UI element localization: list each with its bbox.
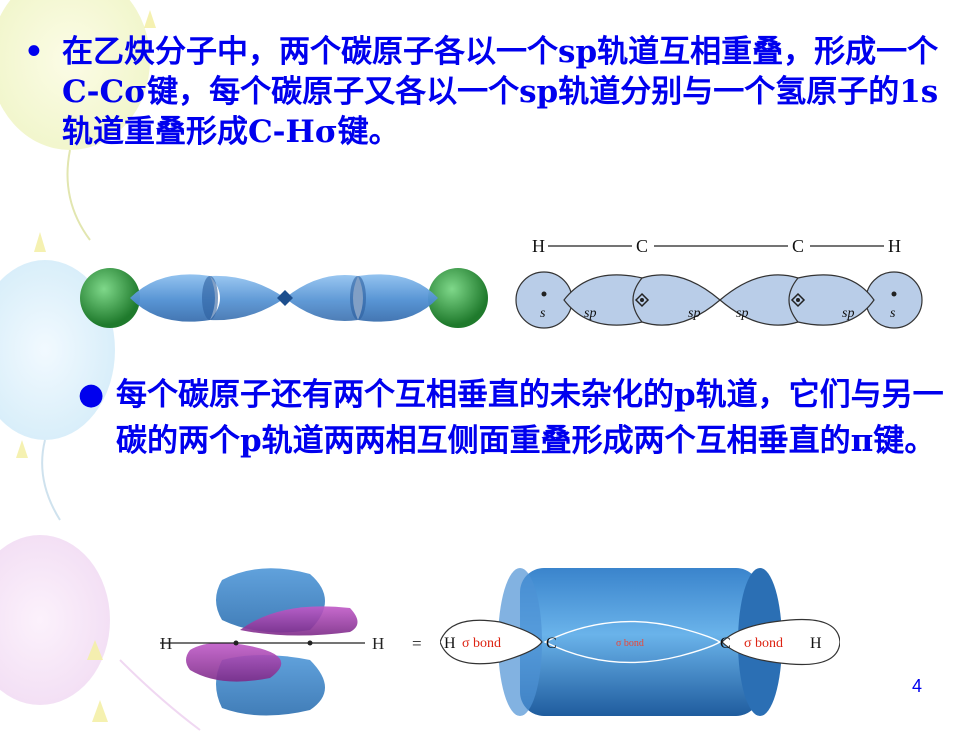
orbital-label: sp — [842, 306, 854, 321]
bullet-pi-bonds: ● 每个碳原子还有两个互相垂直的未杂化的p轨道，它们与另一碳的两个p轨道两两相互… — [78, 372, 958, 464]
bullet-marker: • — [24, 34, 44, 70]
pi-orbital-3d-model: H H = — [160, 568, 422, 716]
atom-label-h-right: H — [372, 634, 384, 653]
orbital-label: sp — [688, 306, 700, 321]
sigma-orbital-3d-model — [80, 268, 488, 328]
bullet-sigma-bonds: • 在乙炔分子中，两个碳原子各以一个sp轨道互相重叠，形成一个C-Cσ键，每个碳… — [24, 32, 964, 152]
bullet-text-pi: 每个碳原子还有两个互相垂直的未杂化的p轨道，它们与另一碳的两个p轨道两两相互侧面… — [116, 377, 944, 459]
cyl-c-left: C — [546, 635, 557, 652]
equals-sign: = — [412, 634, 422, 653]
orbital-label: s — [540, 306, 546, 321]
orbital-label: s — [890, 306, 896, 321]
atom-label: H — [888, 236, 901, 256]
atom-label: C — [636, 236, 648, 256]
cyl-c-right: C — [720, 635, 731, 652]
bullet-text-sigma: 在乙炔分子中，两个碳原子各以一个sp轨道互相重叠，形成一个C-Cσ键，每个碳原子… — [62, 34, 939, 150]
page-number: 4 — [911, 676, 922, 696]
orbital-label: sp — [736, 306, 748, 321]
atom-label-h-left: H — [160, 634, 172, 653]
cyl-sigma-center: σ bond — [616, 638, 644, 649]
cyl-sigma-right: σ bond — [744, 636, 783, 651]
cyl-h-right: H — [810, 635, 822, 652]
pi-cylinder-diagram: H σ bond C σ bond C σ bond H — [440, 568, 840, 716]
cyl-h-left: H — [444, 635, 456, 652]
orbital-label: sp — [584, 306, 596, 321]
cyl-sigma-left: σ bond — [462, 636, 501, 651]
sigma-orbital-schematic: H C C H s sp sp sp sp s — [515, 236, 923, 329]
atom-label: H — [532, 236, 545, 256]
atom-label: C — [792, 236, 804, 256]
bullet-marker: ● — [78, 377, 105, 412]
